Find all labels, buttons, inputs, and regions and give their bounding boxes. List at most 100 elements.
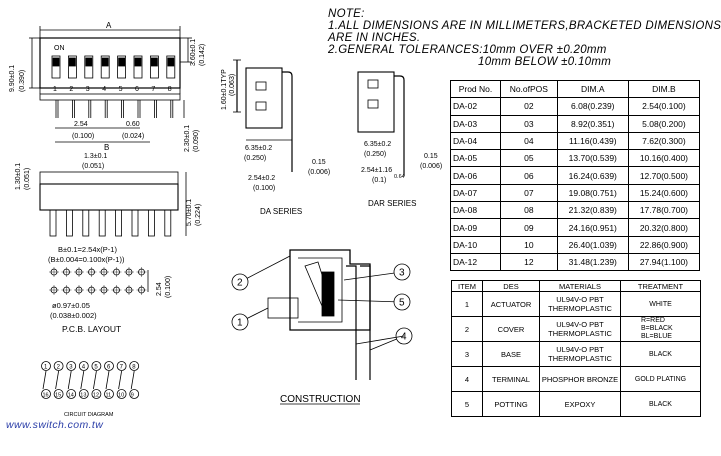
circuit-top-terminal — [41, 361, 51, 371]
table-cell: DA-09 — [450, 218, 501, 237]
da-dim-015: 0.15 — [312, 159, 326, 166]
general-note: NOTE: 1.ALL DIMENSIONS ARE IN MILLIMETER… — [328, 8, 721, 68]
table-cell: 5.08(0.200) — [627, 114, 701, 133]
pcb-layout: B±0.1=2.54x(P-1) (B±0.004=0.100x(P-1)) 2… — [48, 245, 172, 334]
circuit-top-pin: 8 — [132, 365, 136, 371]
circuit-bottom-terminal — [41, 389, 51, 399]
circuit-bottom-pin: 12 — [93, 393, 99, 399]
da-dim-height-in: (0.063) — [229, 74, 236, 96]
actuator-slot — [117, 55, 126, 79]
callout-leader — [239, 255, 291, 283]
circuit-bottom-terminal — [104, 389, 114, 399]
table-cell: DA-12 — [450, 252, 501, 272]
table-cell: 20.32(0.800) — [627, 218, 701, 237]
pin-number: 5 — [119, 86, 123, 93]
table-cell: 16.24(0.639) — [556, 166, 629, 185]
pin-number: 8 — [168, 86, 172, 93]
da-dim-635-in: (0.250) — [244, 155, 266, 162]
treatment-line: BLACK — [649, 350, 672, 358]
table-cell: 04 — [499, 131, 558, 151]
table-cell: DA-04 — [450, 131, 501, 151]
actuator-knob — [52, 57, 60, 67]
material-treatment: GOLD PLATING — [620, 366, 701, 392]
table-cell: 13.70(0.539) — [556, 149, 629, 168]
material-line: PHOSPHOR BRONZE — [541, 374, 619, 384]
side-body — [39, 183, 179, 211]
dar-dim-064: 0.64 — [394, 174, 405, 180]
dar-window-1 — [367, 79, 379, 89]
circuit-switch-arm — [42, 370, 47, 390]
table-cell: 07 — [499, 183, 558, 203]
pcb-row-dim: 2.54 — [156, 282, 163, 296]
treatment-line: BLACK — [649, 400, 672, 408]
circuit-switch-arm — [67, 370, 72, 390]
circuit-top-terminal — [78, 361, 89, 371]
actuator-knob — [167, 57, 175, 67]
actuator-slot — [68, 55, 77, 79]
table-cell: DA-06 — [450, 166, 501, 185]
circuit-switch-arm — [118, 370, 122, 390]
dar-window-2 — [367, 99, 379, 109]
table-cell: 12 — [499, 252, 558, 272]
material-des: COVER — [482, 316, 540, 342]
material-treatment: BLACK — [620, 341, 701, 367]
col-item: ITEM — [451, 280, 483, 292]
material-line: UL94V-O PBT — [556, 345, 604, 354]
cover-outline — [289, 249, 371, 331]
switch-body — [39, 37, 181, 89]
side-lead — [131, 209, 139, 237]
dar-dim-254-in: (0.1) — [372, 177, 386, 184]
terminal-lead-1 — [346, 265, 357, 380]
actuator-knob — [134, 57, 142, 67]
dim-lead-width-in: (0.024) — [122, 133, 144, 140]
pcb-formula-mm: B±0.1=2.54x(P-1) — [58, 245, 117, 254]
note-line-1: 1.ALL DIMENSIONS ARE IN MILLIMETERS,BRAC… — [328, 20, 721, 32]
base-outline — [298, 257, 343, 323]
dar-caption: DAR SERIES — [368, 199, 416, 208]
material-materials: EXPOXY — [539, 391, 621, 417]
dim-a-label: A — [106, 21, 112, 30]
dim-lead-length-in: (0.090) — [193, 130, 200, 152]
da-body — [245, 67, 283, 129]
pin-number: 4 — [102, 86, 106, 93]
circuit-top-pin: 4 — [82, 365, 86, 371]
dar-series-view: 6.35±0.2 (0.250) 2.54±1.16 (0.1) 0.64 0.… — [357, 71, 442, 208]
circuit-top-terminal — [104, 361, 114, 371]
table-cell: 21.32(0.839) — [556, 201, 629, 220]
pin-number: 7 — [151, 86, 155, 93]
table-cell: DA-03 — [450, 114, 501, 133]
actuator-knob — [118, 57, 125, 67]
table-cell: 08 — [499, 201, 558, 220]
material-line: UL94V-O PBT — [556, 295, 604, 304]
material-item: 3 — [451, 341, 483, 367]
circuit-top-terminal — [129, 361, 140, 371]
material-treatment: WHITE — [620, 291, 701, 317]
circuit-bottom-pin: 10 — [118, 393, 124, 399]
table-cell: 7.62(0.300) — [627, 131, 701, 151]
dar-dim-015-in: (0.006) — [420, 163, 442, 170]
actuator-slot — [100, 55, 110, 79]
table-cell: 10.16(0.400) — [627, 149, 701, 168]
material-line: EXPOXY — [564, 399, 596, 409]
dim-pitch: 2.54 — [74, 121, 88, 128]
material-line: THERMOPLASTIC — [548, 354, 612, 363]
circuit-bottom-terminal — [66, 389, 77, 399]
table-cell: 06 — [499, 166, 558, 185]
actuator-slot — [84, 55, 94, 79]
circuit-bottom-pin: 13 — [80, 393, 86, 399]
circuit-bottom-pin: 14 — [68, 393, 74, 399]
materials-table-header: ITEM DES MATERIALS TREATMENT — [451, 280, 701, 292]
table-cell: 31.48(1.239) — [556, 252, 629, 272]
